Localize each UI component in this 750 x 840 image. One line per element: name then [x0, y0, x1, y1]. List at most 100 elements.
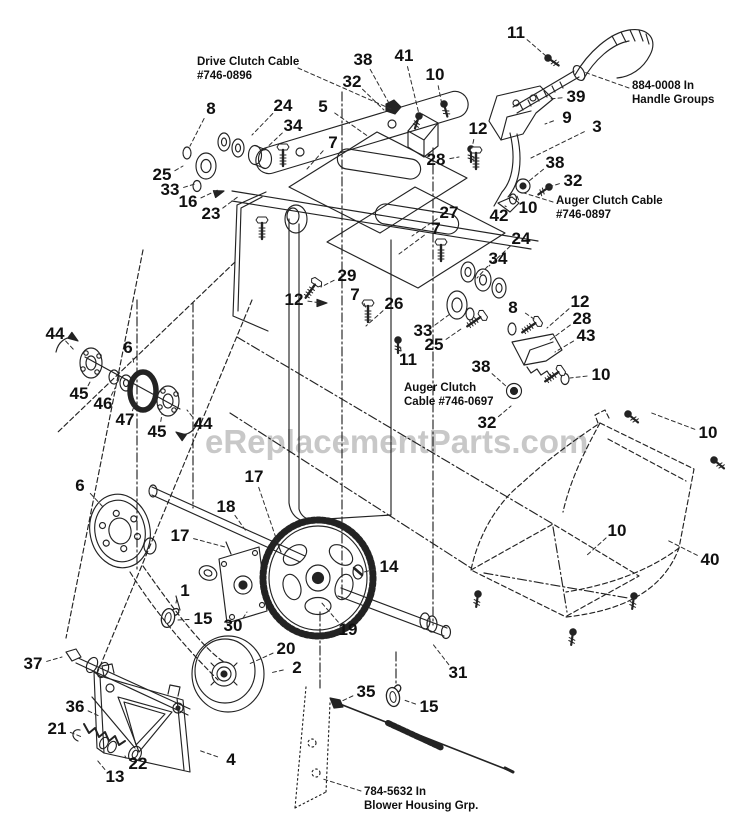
watermark: eReplacementParts.com — [205, 423, 589, 460]
lower-frame-bracket — [93, 663, 191, 773]
leader-line — [322, 778, 362, 792]
chute-cover — [470, 409, 695, 618]
leader-line — [269, 669, 284, 674]
cable-eyelet — [384, 683, 405, 709]
leader-line — [528, 168, 544, 182]
leader-line — [193, 538, 226, 548]
leader-line — [320, 601, 339, 623]
leader-line — [449, 156, 460, 160]
leader-line — [320, 279, 335, 288]
leader-line — [369, 68, 391, 106]
leader-line — [437, 85, 443, 106]
leader-line — [365, 310, 384, 327]
leader-line — [189, 118, 205, 147]
leader-line — [132, 357, 135, 365]
leader-line — [362, 88, 385, 111]
leader-line — [334, 112, 370, 138]
leader-line — [258, 486, 278, 542]
leader-line — [407, 66, 420, 115]
leader-line — [544, 120, 554, 125]
leader-line — [65, 340, 75, 351]
leader-line — [46, 656, 63, 662]
bearing-plate — [175, 546, 268, 624]
leader-line — [234, 514, 247, 532]
drive-gear — [259, 516, 377, 640]
leader-line — [200, 188, 221, 199]
leader-line — [488, 245, 511, 267]
pointer-arrow — [212, 187, 226, 199]
leader-line — [476, 265, 489, 279]
hex-shaft — [148, 484, 452, 640]
leader-line — [549, 324, 571, 341]
leader-line — [175, 599, 178, 604]
leader-line — [548, 183, 560, 188]
leader-line — [445, 328, 462, 340]
leader-line — [530, 131, 585, 159]
leader-line — [222, 195, 240, 209]
bolt-icons — [254, 142, 568, 388]
leader-line — [177, 618, 190, 621]
leader-line — [403, 699, 417, 705]
leader-line — [197, 749, 219, 758]
leader-line — [307, 300, 323, 304]
leader-line — [434, 313, 451, 326]
leader-line — [131, 403, 136, 412]
leader-line — [583, 71, 630, 89]
leader-line — [297, 67, 392, 110]
leader-lines — [46, 39, 698, 792]
leader-line — [89, 492, 105, 509]
leader-line — [87, 379, 92, 387]
pulley-hub — [143, 537, 157, 555]
leader-line — [248, 652, 274, 665]
left-washer-stack — [182, 132, 273, 193]
leader-line — [411, 218, 438, 237]
leader-line — [124, 755, 127, 759]
friction-disc — [191, 635, 265, 713]
leader-line — [261, 132, 283, 153]
leader-line — [504, 205, 507, 208]
leader-line — [160, 413, 163, 422]
leader-line — [87, 710, 100, 717]
leader-line — [524, 312, 535, 320]
leader-line — [548, 97, 563, 100]
leader-line — [110, 387, 116, 396]
leader-line — [585, 537, 607, 557]
leader-line — [526, 39, 547, 57]
idler-bracket — [505, 333, 570, 400]
leader-line — [491, 373, 508, 388]
leader-line — [363, 568, 376, 573]
right-washer-stack — [446, 261, 517, 336]
screw-icons — [393, 52, 728, 647]
construction-lines — [57, 249, 253, 681]
leader-line — [648, 411, 696, 430]
leader-line — [251, 113, 274, 136]
leader-line — [546, 308, 570, 329]
leader-line — [69, 731, 83, 738]
leader-line — [363, 302, 367, 309]
leader-line — [523, 192, 554, 203]
leader-line — [431, 642, 450, 666]
leader-line — [516, 195, 520, 201]
drive-pulley — [89, 493, 151, 569]
leader-line — [186, 409, 193, 418]
leader-line — [554, 340, 575, 353]
leader-line — [174, 165, 184, 172]
projection-lines — [136, 91, 629, 689]
friction-wheel-assembly — [55, 331, 199, 442]
leader-line — [666, 539, 698, 556]
leader-line — [306, 150, 324, 170]
clutch-rod-spring — [65, 648, 191, 763]
handle-tube-assembly — [488, 29, 654, 213]
leader-line — [398, 234, 425, 255]
leader-line — [497, 405, 512, 418]
leader-line — [398, 343, 402, 351]
leader-line — [341, 695, 354, 702]
leader-line — [471, 138, 475, 149]
leader-line — [569, 375, 588, 379]
main-frame-housing — [231, 90, 539, 522]
leader-line — [183, 183, 196, 188]
leader-line — [96, 759, 106, 770]
leader-line — [242, 611, 248, 619]
